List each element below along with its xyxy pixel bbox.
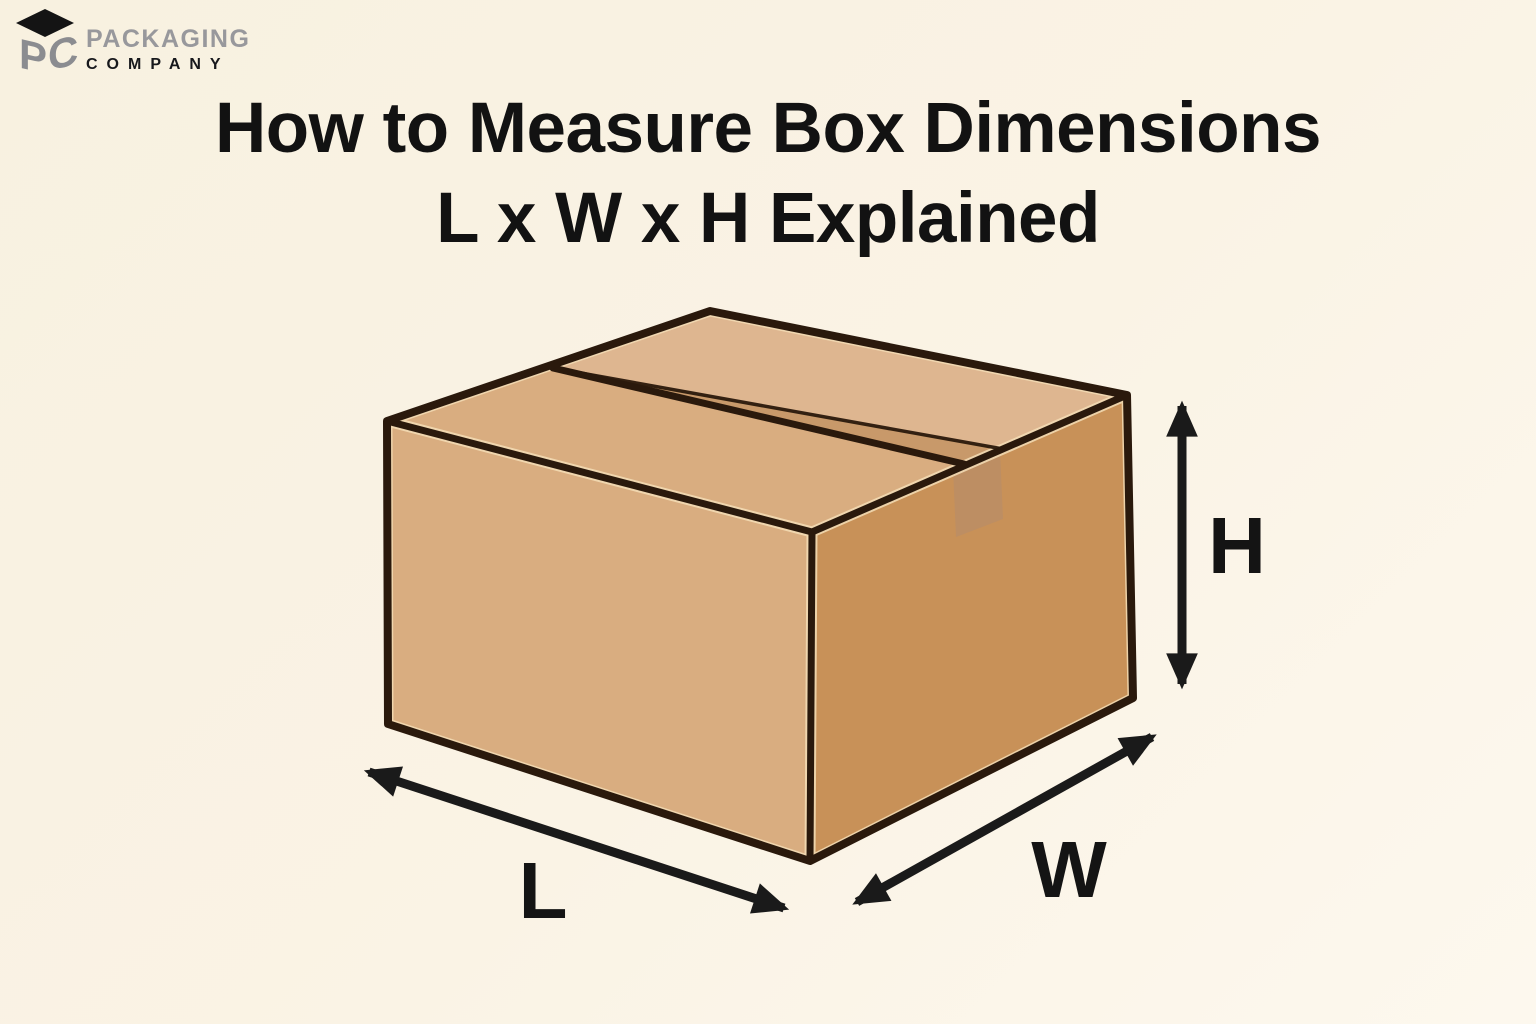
box-top-front-flap <box>387 368 964 532</box>
box-silhouette-outline <box>383 307 1137 865</box>
page-title: How to Measure Box Dimensions L x W x H … <box>0 84 1536 264</box>
length-label: L <box>519 846 568 935</box>
height-label: H <box>1208 501 1266 590</box>
logo-letter-c: C <box>48 26 78 78</box>
cube-top-face <box>16 9 74 37</box>
width-arrow <box>852 733 1157 906</box>
length-arrow <box>363 766 790 914</box>
flap-edge-line <box>551 366 1005 451</box>
logo: P C PACKAGING COMPANY <box>8 4 250 78</box>
tape-tab <box>953 450 1003 537</box>
title-line-2: L x W x H Explained <box>436 179 1100 259</box>
packaging-company-cube-icon: P C <box>16 9 78 78</box>
flap-seam-line <box>549 364 968 468</box>
width-label: W <box>1031 825 1107 914</box>
box-front-vertical-edge <box>806 528 816 865</box>
box-front-face <box>387 421 812 861</box>
logo-wordmark: PACKAGING COMPANY <box>86 27 250 73</box>
logo-text-packaging: PACKAGING <box>86 25 251 53</box>
logo-letter-p: P <box>19 30 47 78</box>
title-line-1: How to Measure Box Dimensions <box>215 89 1321 168</box>
logo-text-company: COMPANY <box>86 56 230 73</box>
